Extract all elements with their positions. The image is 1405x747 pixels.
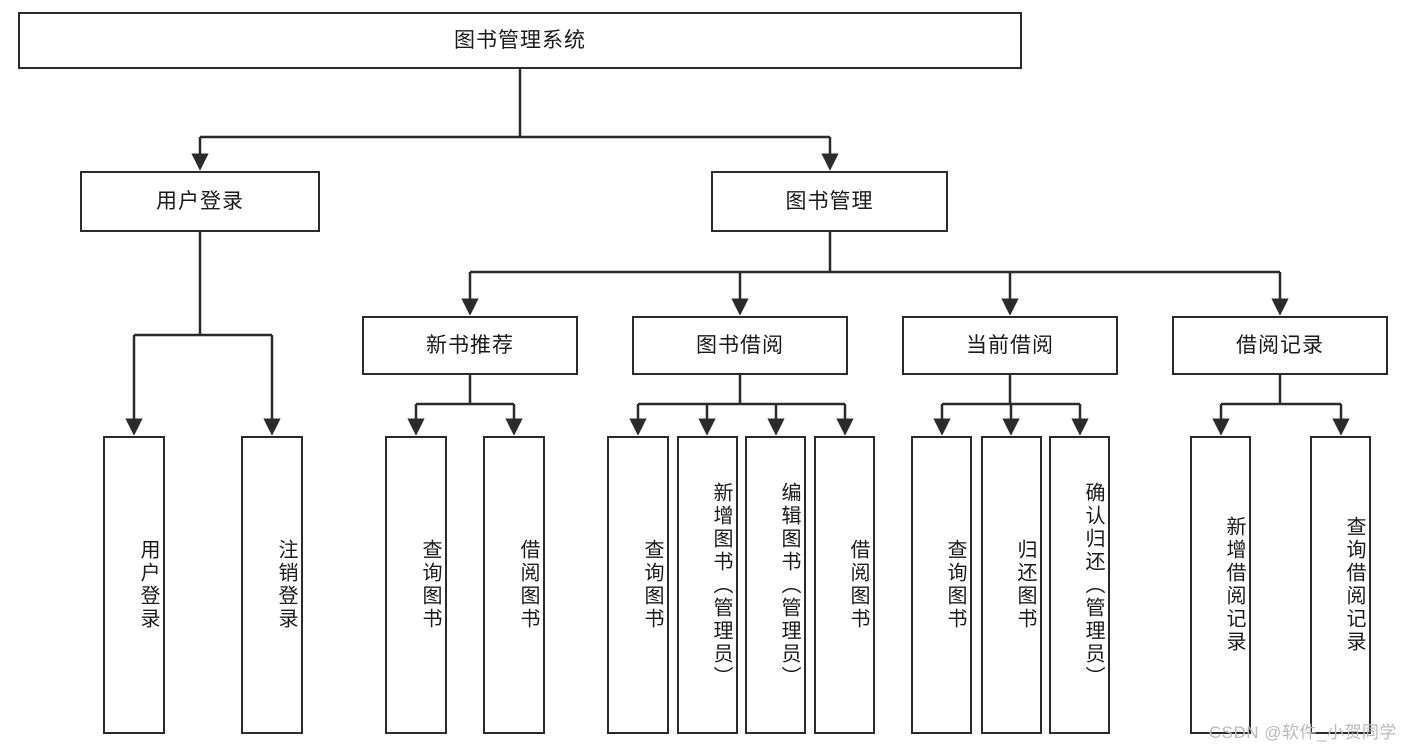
leaf-logout[interactable]: 注销登录 — [241, 436, 303, 734]
leaf-lend-book-label: 借阅图书 — [847, 539, 869, 631]
leaf-return-book-label: 归还图书 — [1014, 539, 1036, 631]
node-borrow-records-label: 借阅记录 — [1236, 333, 1324, 357]
leaf-query-book-borrow[interactable]: 查询图书 — [607, 436, 669, 734]
leaf-return-book[interactable]: 归还图书 — [981, 436, 1042, 734]
leaf-edit-book-admin-label: 编辑图书（管理员） — [778, 481, 800, 689]
leaf-lend-book[interactable]: 借阅图书 — [814, 436, 875, 734]
node-new-book-recommend[interactable]: 新书推荐 — [362, 316, 578, 375]
leaf-query-book-recommend[interactable]: 查询图书 — [385, 436, 447, 734]
leaf-query-book-recommend-label: 查询图书 — [419, 539, 441, 631]
node-root[interactable]: 图书管理系统 — [18, 12, 1022, 69]
node-book-borrow[interactable]: 图书借阅 — [632, 316, 848, 375]
node-new-book-recommend-label: 新书推荐 — [426, 333, 514, 357]
leaf-query-book-borrow-label: 查询图书 — [641, 539, 663, 631]
leaf-logout-label: 注销登录 — [275, 539, 297, 631]
leaf-confirm-return-admin[interactable]: 确认归还（管理员） — [1049, 436, 1110, 734]
node-root-label: 图书管理系统 — [454, 28, 586, 52]
node-borrow-records[interactable]: 借阅记录 — [1172, 316, 1388, 375]
leaf-query-book-current[interactable]: 查询图书 — [911, 436, 972, 734]
node-book-borrow-label: 图书借阅 — [696, 333, 784, 357]
leaf-borrow-book-recommend-label: 借阅图书 — [517, 539, 539, 631]
node-book-management-label: 图书管理 — [785, 189, 874, 213]
leaf-edit-book-admin[interactable]: 编辑图书（管理员） — [745, 436, 806, 734]
node-book-management[interactable]: 图书管理 — [711, 171, 948, 232]
leaf-borrow-book-recommend[interactable]: 借阅图书 — [483, 436, 545, 734]
leaf-query-book-current-label: 查询图书 — [944, 539, 966, 631]
leaf-user-login-label: 用户登录 — [137, 539, 159, 631]
node-user-login[interactable]: 用户登录 — [80, 171, 320, 232]
node-current-borrow-label: 当前借阅 — [966, 333, 1054, 357]
node-user-login-label: 用户登录 — [156, 189, 244, 213]
leaf-user-login[interactable]: 用户登录 — [103, 436, 165, 734]
leaf-add-book-admin[interactable]: 新增图书（管理员） — [677, 436, 738, 734]
leaf-add-book-admin-label: 新增图书（管理员） — [710, 481, 732, 689]
node-current-borrow[interactable]: 当前借阅 — [902, 316, 1118, 375]
leaf-query-borrow-record-label: 查询借阅记录 — [1343, 516, 1365, 654]
leaf-confirm-return-admin-label: 确认归还（管理员） — [1082, 481, 1104, 689]
leaf-query-borrow-record[interactable]: 查询借阅记录 — [1310, 436, 1371, 734]
watermark: CSDN @软件_小贺同学 — [1208, 723, 1397, 742]
leaf-add-borrow-record[interactable]: 新增借阅记录 — [1190, 436, 1251, 734]
leaf-add-borrow-record-label: 新增借阅记录 — [1223, 516, 1245, 654]
